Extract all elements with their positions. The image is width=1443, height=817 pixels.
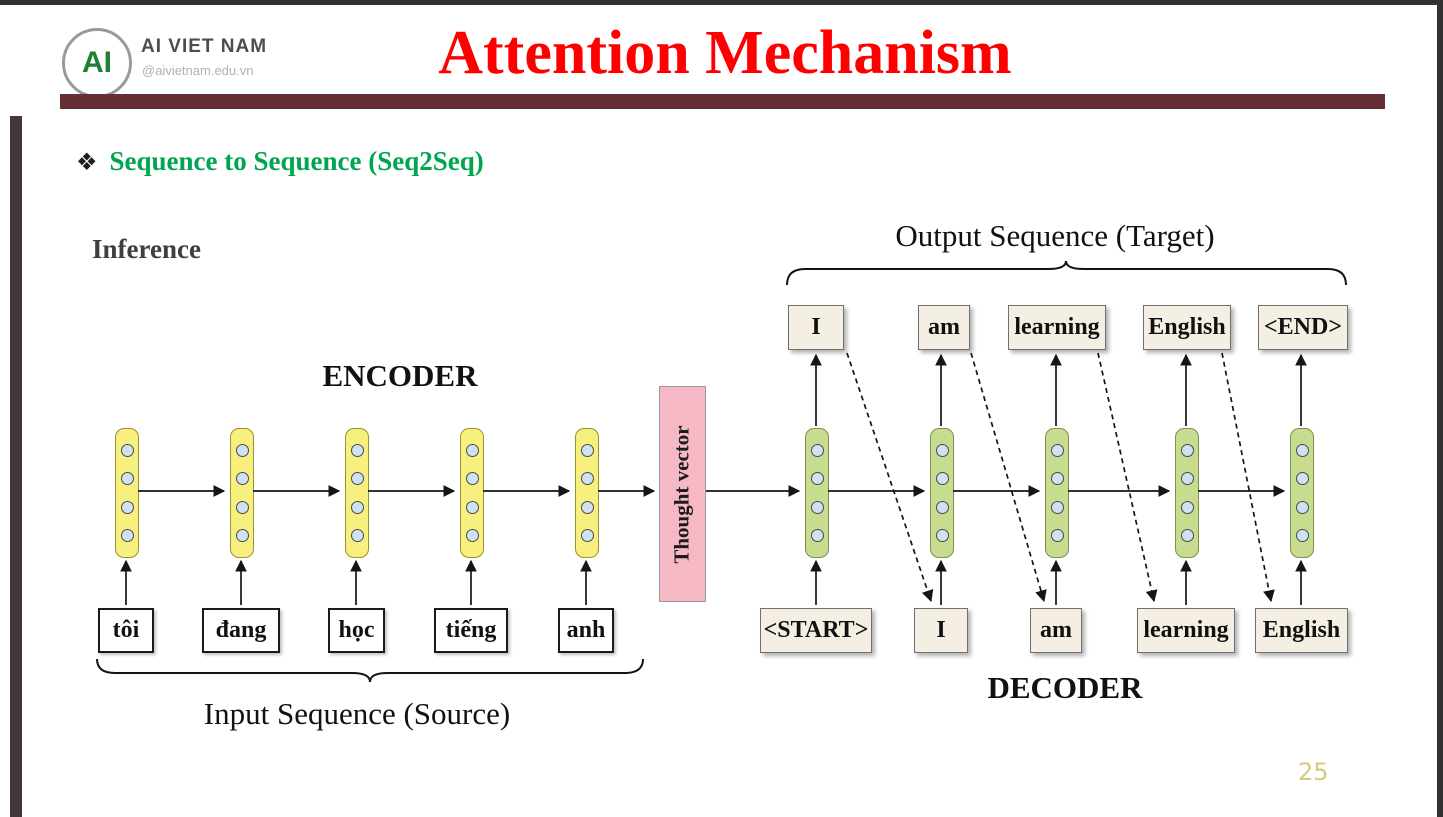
- decoder-cell: [930, 428, 954, 558]
- hidden-unit-circle: [235, 444, 249, 458]
- decoder-cell: [1175, 428, 1199, 558]
- decoder-input-box: learning: [1137, 608, 1235, 653]
- hidden-unit-circle: [120, 500, 134, 514]
- encoder-cell: [115, 428, 139, 558]
- decoder-cell: [1290, 428, 1314, 558]
- hidden-unit-circle: [465, 500, 479, 514]
- hidden-unit-circle: [235, 528, 249, 542]
- output-sequence-label: Output Sequence (Target): [895, 218, 1215, 253]
- header-rule: [60, 94, 1385, 109]
- output-brace: [786, 260, 1347, 286]
- hidden-unit-circle: [465, 444, 479, 458]
- page-title: Attention Mechanism: [438, 19, 1012, 87]
- encoder-cell: [575, 428, 599, 558]
- hidden-unit-circle: [350, 444, 364, 458]
- decoder-label: DECODER: [987, 670, 1143, 705]
- hidden-unit-circle: [1180, 444, 1194, 458]
- encoder-cell: [230, 428, 254, 558]
- ai-logo: AI: [62, 28, 132, 98]
- hidden-unit-circle: [120, 528, 134, 542]
- inference-label: Inference: [92, 234, 201, 264]
- encoder-cell: [345, 428, 369, 558]
- hidden-unit-circle: [810, 500, 824, 514]
- page-number: 25: [1298, 758, 1329, 786]
- decoder-input-box: <START>: [760, 608, 872, 653]
- hidden-unit-circle: [1180, 472, 1194, 486]
- hidden-unit-circle: [580, 500, 594, 514]
- encoder-input-box: học: [328, 608, 385, 653]
- encoder-input-box: tiếng: [434, 608, 508, 653]
- hidden-unit-circle: [1295, 528, 1309, 542]
- ai-logo-text: AI: [82, 46, 112, 79]
- hidden-unit-circle: [810, 528, 824, 542]
- hidden-unit-circle: [580, 472, 594, 486]
- frame-top-edge: [0, 0, 1443, 5]
- hidden-unit-circle: [580, 528, 594, 542]
- decoder-input-box: I: [914, 608, 968, 653]
- hidden-unit-circle: [1295, 444, 1309, 458]
- diamond-bullet-icon: ❖: [76, 150, 98, 176]
- hidden-unit-circle: [1050, 500, 1064, 514]
- decoder-cell: [1045, 428, 1069, 558]
- hidden-unit-circle: [235, 500, 249, 514]
- output-word-box: I: [788, 305, 844, 350]
- output-word-box: English: [1143, 305, 1231, 350]
- encoder-cell: [460, 428, 484, 558]
- encoder-input-box: anh: [558, 608, 614, 653]
- hidden-unit-circle: [235, 472, 249, 486]
- hidden-unit-circle: [1180, 500, 1194, 514]
- hidden-unit-circle: [350, 528, 364, 542]
- hidden-unit-circle: [935, 472, 949, 486]
- output-word-box: learning: [1008, 305, 1106, 350]
- hidden-unit-circle: [350, 500, 364, 514]
- section-heading: ❖ Sequence to Sequence (Seq2Seq): [76, 146, 484, 177]
- hidden-unit-circle: [1050, 528, 1064, 542]
- hidden-unit-circle: [935, 500, 949, 514]
- hidden-unit-circle: [810, 472, 824, 486]
- section-heading-text: Sequence to Sequence (Seq2Seq): [109, 146, 484, 176]
- hidden-unit-circle: [810, 444, 824, 458]
- hidden-unit-circle: [465, 528, 479, 542]
- thought-vector-label: Thought vector: [670, 424, 694, 564]
- hidden-unit-circle: [1180, 528, 1194, 542]
- brand-name: AI VIET NAM: [141, 36, 268, 57]
- hidden-unit-circle: [1295, 500, 1309, 514]
- output-word-box: <END>: [1258, 305, 1348, 350]
- output-word-box: am: [918, 305, 970, 350]
- input-brace: [96, 658, 644, 683]
- hidden-unit-circle: [580, 444, 594, 458]
- hidden-unit-circle: [465, 472, 479, 486]
- hidden-unit-circle: [935, 444, 949, 458]
- hidden-unit-circle: [1050, 444, 1064, 458]
- side-accent-bar: [10, 116, 22, 817]
- thought-vector: Thought vector: [659, 386, 706, 602]
- frame-right-edge: [1437, 0, 1443, 817]
- decoder-input-box: English: [1255, 608, 1348, 653]
- hidden-unit-circle: [350, 472, 364, 486]
- encoder-label: ENCODER: [322, 358, 478, 393]
- input-sequence-label: Input Sequence (Source): [203, 696, 511, 731]
- encoder-input-box: đang: [202, 608, 280, 653]
- brand-handle: @aivietnam.edu.vn: [142, 63, 254, 78]
- hidden-unit-circle: [1295, 472, 1309, 486]
- hidden-unit-circle: [120, 444, 134, 458]
- hidden-unit-circle: [935, 528, 949, 542]
- decoder-input-box: am: [1030, 608, 1082, 653]
- encoder-input-box: tôi: [98, 608, 154, 653]
- hidden-unit-circle: [120, 472, 134, 486]
- decoder-cell: [805, 428, 829, 558]
- hidden-unit-circle: [1050, 472, 1064, 486]
